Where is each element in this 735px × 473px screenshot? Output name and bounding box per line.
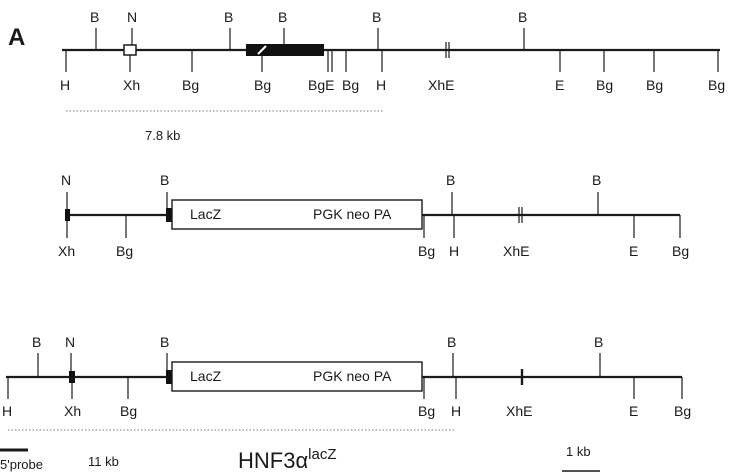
allele-n-block [69,371,75,383]
site-label: Bg [708,77,725,93]
site-label: N [127,9,137,25]
diagram-footer: 5'probe 11 kb HNF3αlacZ 1 kb [0,444,600,473]
cassette-lacz-label: LacZ [190,368,222,384]
site-label: E [555,77,564,93]
allele-main: HNF3α [238,448,308,473]
site-label: B [592,172,601,188]
site-label: B [32,334,41,350]
site-label: E [629,403,638,419]
site-label: Bg [674,403,691,419]
site-label: Bg [254,77,271,93]
site-label: B [446,172,455,188]
fragment-size-label: 11 kb [88,454,119,469]
site-label: Bg [120,403,137,419]
site-label: Bg [182,77,199,93]
allele-name: HNF3αlacZ [238,446,337,473]
lacz-neo-cassette [171,199,423,230]
cassette-lacz-label: LacZ [190,206,222,222]
cassette-neo-label: PGK neo PA [313,368,392,384]
vector-end-block [65,209,70,221]
site-label: BgE [308,77,334,93]
targeted-allele: LacZ PGK neo PA B N B B B H Xh Bg Bg H X… [2,334,691,431]
site-label: Xh [64,403,81,419]
site-label: B [447,334,456,350]
targeting-vector: LacZ PGK neo PA N B B B Xh Bg Bg H XhE E… [58,172,689,259]
site-label: E [629,243,638,259]
site-label: B [90,9,99,25]
site-label: Bg [646,77,663,93]
site-label: Bg [342,77,359,93]
allele-exon-block [166,370,172,384]
site-label: Bg [418,403,435,419]
lacz-neo-cassette [171,361,423,392]
fragment-size-label: 7.8 kb [145,128,180,143]
site-label: H [2,403,12,419]
site-label: B [160,172,169,188]
site-label: B [160,334,169,350]
allele-superscript: lacZ [308,446,336,463]
cassette-neo-label: PGK neo PA [313,206,392,222]
wildtype-large-exon [246,44,324,56]
site-label: H [449,243,459,259]
site-label: XhE [506,403,532,419]
site-label: H [60,77,70,93]
site-label: XhE [503,243,529,259]
site-label: B [594,334,603,350]
site-label: B [518,9,527,25]
site-label: XhE [428,77,454,93]
site-label: N [65,334,75,350]
site-label: Xh [123,77,140,93]
site-label: Bg [596,77,613,93]
site-label: H [451,403,461,419]
scale-bar-label: 1 kb [566,444,591,459]
site-label: Bg [672,243,689,259]
site-label: N [61,172,71,188]
site-label: H [376,77,386,93]
site-label: Bg [116,243,133,259]
wildtype-small-exon [123,44,137,56]
site-label: B [372,9,381,25]
wildtype-locus: B N B B B B H Xh Bg Bg BgE Bg H XhE E Bg… [60,9,725,143]
panel-label: A [8,24,25,51]
site-label: Bg [418,243,435,259]
site-label: B [278,9,287,25]
site-label: Xh [58,243,75,259]
probe-label: 5'probe [0,457,43,472]
site-label: B [224,9,233,25]
exon-hatch-mark [257,45,267,55]
vector-exon-block [166,208,172,222]
